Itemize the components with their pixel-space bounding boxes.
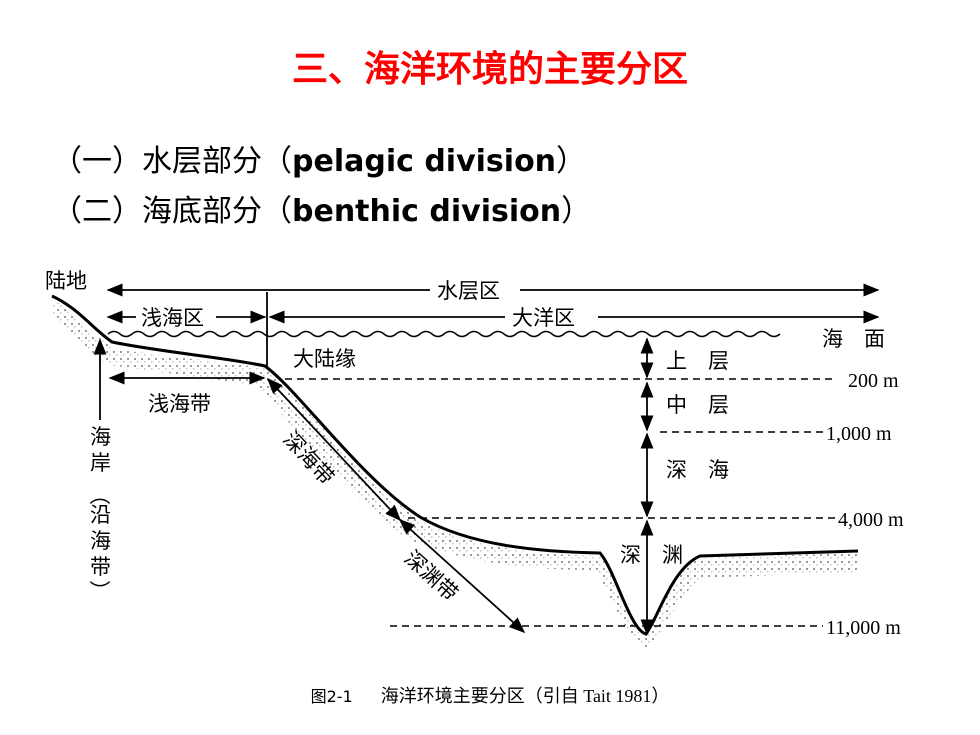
- abyssal-label: 深渊带: [400, 546, 463, 606]
- subtitle-benthic: （二）海底部分（benthic division）: [52, 186, 591, 230]
- littoral-char-0: 海: [90, 425, 111, 449]
- continental-margin-label: 大陆缘: [293, 347, 356, 371]
- littoral-char-6: ）: [87, 580, 111, 601]
- subtitle-pelagic: （一）水层部分（pelagic division）: [52, 136, 586, 180]
- page-title: 三、海洋环境的主要分区: [291, 48, 688, 90]
- sublittoral-label: 浅海带: [148, 392, 211, 416]
- bathyal-arrow: [266, 377, 402, 522]
- subtitle-pelagic-zh-close: ）: [556, 144, 587, 179]
- subtitle-pelagic-en: pelagic division: [292, 144, 557, 179]
- depth-label-200: 200 m: [848, 370, 899, 392]
- littoral-char-2: （: [87, 484, 111, 505]
- subtitle-benthic-zh-open: （二）海底部分（: [52, 194, 292, 229]
- abyssal-arrow: [398, 518, 526, 634]
- littoral-char-3: 沿: [90, 503, 111, 527]
- subtitle-benthic-zh-close: ）: [561, 194, 592, 229]
- sea-surface-wave: [107, 330, 781, 338]
- oceanic-zone-label: 大洋区: [512, 306, 575, 330]
- depth-label-4000: 4,000 m: [838, 509, 904, 531]
- land-label: 陆地: [45, 269, 87, 293]
- figure-caption-text: 海洋环境主要分区（引自 Tait 1981）: [380, 686, 670, 706]
- littoral-char-1: 岸: [90, 451, 111, 475]
- depth-label-11000: 11,000 m: [826, 617, 901, 639]
- neritic-zone-label: 浅海区: [141, 306, 204, 330]
- sea-surface-label: 海 面: [822, 327, 885, 351]
- depth-label-1000: 1,000 m: [826, 423, 892, 445]
- littoral-vertical-label: 海 岸 （ 沿 海 带 ）: [87, 425, 111, 601]
- subtitle-pelagic-zh-open: （一）水层部分（: [52, 144, 292, 179]
- littoral-char-5: 带: [90, 555, 111, 579]
- epipelagic-label: 上 层: [666, 349, 729, 373]
- figure-caption: 图2-1 海洋环境主要分区（引自 Tait 1981）: [0, 682, 980, 708]
- figure-number: 图2-1: [310, 687, 353, 706]
- mesopelagic-label: 中 层: [666, 393, 729, 417]
- subtitle-benthic-en: benthic division: [292, 194, 562, 229]
- pelagic-zone-label: 水层区: [437, 279, 500, 303]
- bathypelagic-label: 深 海: [666, 458, 729, 482]
- littoral-char-4: 海: [90, 529, 111, 553]
- hadal-label: 深 渊: [620, 543, 683, 567]
